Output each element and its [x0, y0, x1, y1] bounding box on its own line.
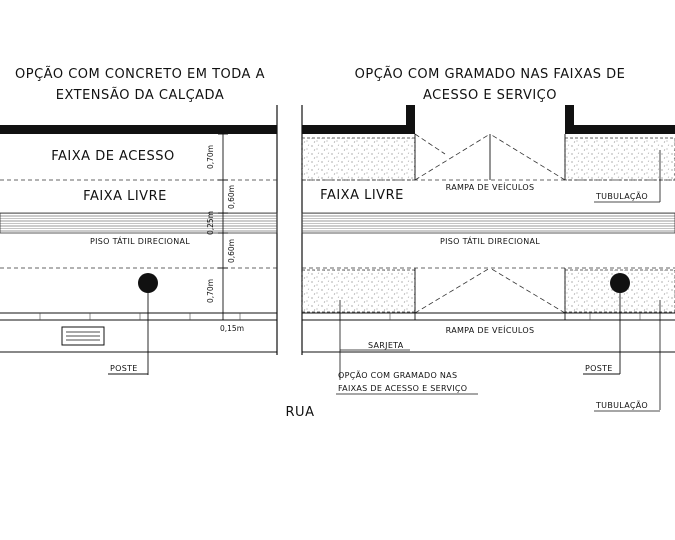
right-tactile-strip: [301, 212, 675, 234]
right-label-opcao-line1: OPÇÃO COM GRAMADO NAS: [338, 370, 457, 380]
right-label-piso-tatil: PISO TÁTIL DIRECIONAL: [440, 235, 540, 246]
left-tactile-strip: [0, 212, 278, 234]
left-label-piso-tatil: PISO TÁTIL DIRECIONAL: [90, 235, 190, 246]
left-label-faixa-livre: FAIXA LIVRE: [83, 189, 167, 204]
right-grass-service-left: [301, 269, 416, 313]
right-pole: [610, 273, 630, 293]
left-dim-015: 0,15m: [220, 324, 244, 333]
right-label-rampa-top: RAMPA DE VEÍCULOS: [446, 181, 535, 192]
left-curb-joints: [39, 313, 241, 320]
left-label-faixa-acesso: FAIXA DE ACESSO: [51, 149, 175, 164]
right-ramp-bottom: [414, 267, 566, 320]
street-label-rua: RUA: [286, 405, 315, 420]
left-title-line1: OPÇÃO COM CONCRETO EM TODA A: [15, 66, 265, 82]
right-label-sarjeta: SARJETA: [368, 341, 404, 350]
right-building-wall-right: [565, 125, 675, 134]
right-building-wall-left: [302, 125, 415, 134]
right-panel: OPÇÃO COM GRAMADO NAS FAIXAS DE ACESSO E…: [301, 66, 675, 412]
left-drain-grate: [61, 326, 105, 346]
left-dim-060-top: 0,60m: [227, 185, 236, 209]
right-label-tubulacao-bottom: TUBULAÇÃO: [595, 400, 648, 410]
right-grass-access-left: [301, 137, 416, 181]
left-dim-070-bottom: 0,70m: [206, 279, 215, 303]
right-title-line1: OPÇÃO COM GRAMADO NAS FAIXAS DE: [355, 66, 626, 82]
left-dim-025: 0,25m: [206, 211, 215, 235]
left-dim-060-bottom: 0,60m: [227, 239, 236, 263]
right-label-tubulacao-top: TUBULAÇÃO: [595, 191, 648, 201]
right-curb-joints: [339, 313, 641, 320]
left-pole: [138, 273, 158, 293]
right-label-poste: POSTE: [585, 364, 613, 373]
left-title-line2: EXTENSÃO DA CALÇADA: [56, 87, 224, 103]
right-label-faixa-livre: FAIXA LIVRE: [320, 188, 404, 203]
right-title-line2: ACESSO E SERVIÇO: [423, 88, 557, 103]
right-label-rampa-bottom: RAMPA DE VEÍCULOS: [446, 324, 535, 335]
left-panel: OPÇÃO COM CONCRETO EM TODA A EXTENSÃO DA…: [0, 66, 278, 375]
left-building-wall: [0, 125, 277, 134]
right-wall-return-right: [565, 105, 574, 134]
left-dimension-line: [218, 133, 228, 321]
right-ramp-top: [414, 133, 566, 181]
right-grass-access-right: [564, 137, 675, 181]
right-wall-return-left: [406, 105, 415, 134]
right-label-opcao-line2: FAIXAS DE ACESSO E SERVIÇO: [338, 384, 467, 393]
left-dim-070-top: 0,70m: [206, 145, 215, 169]
left-label-poste: POSTE: [110, 364, 138, 373]
